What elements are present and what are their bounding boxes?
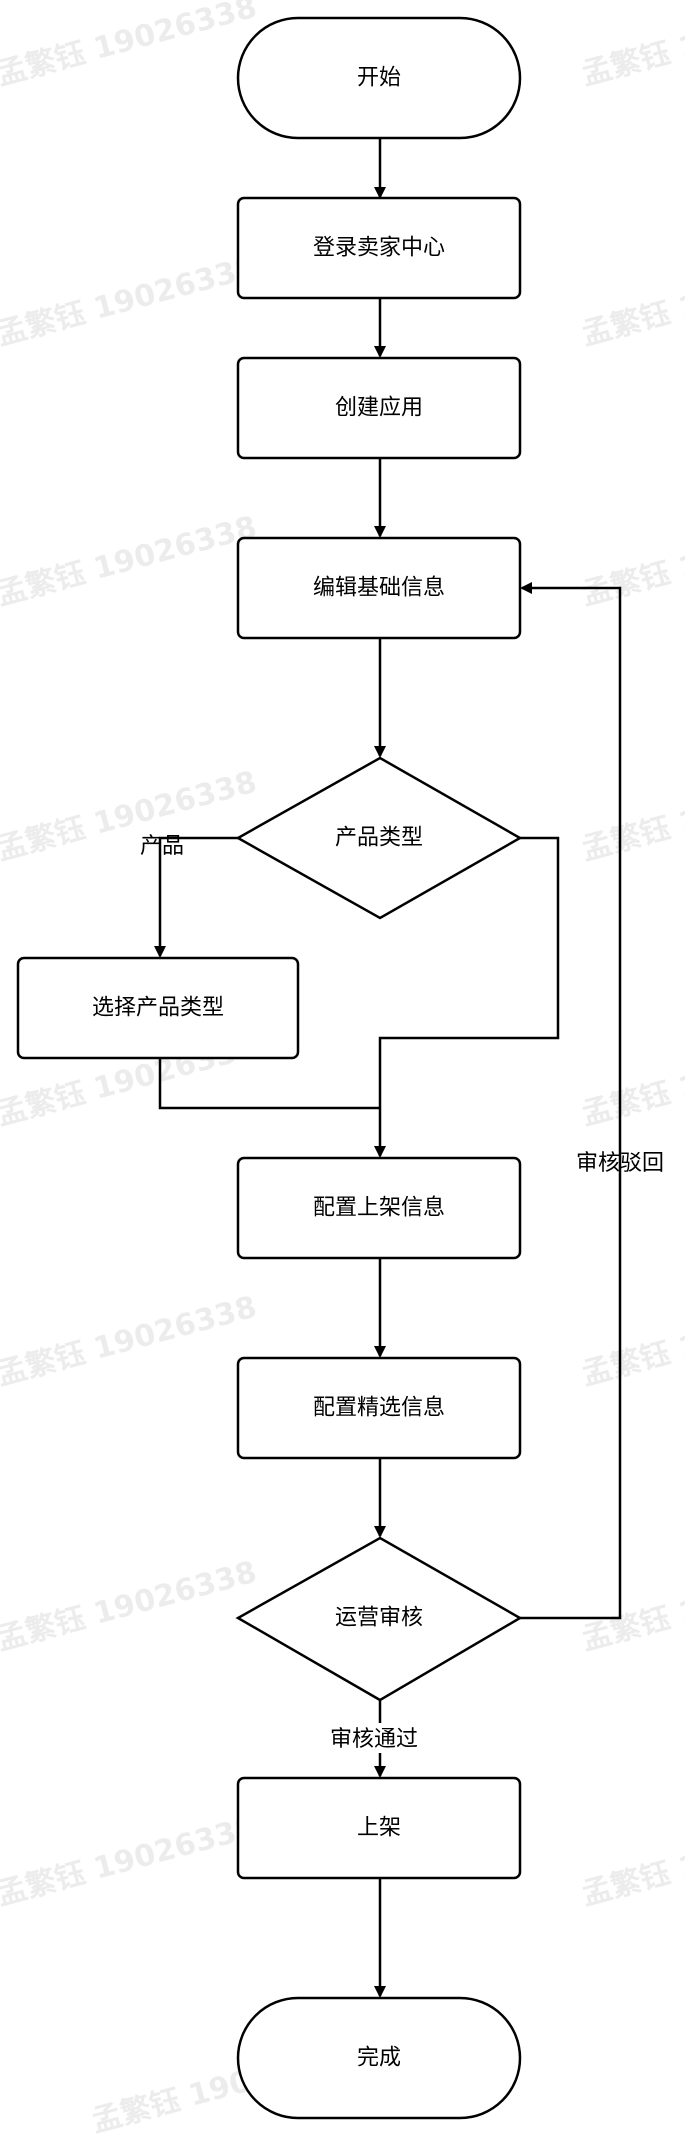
watermark: 孟繁钰 19026338 (0, 1555, 260, 1658)
done-label: 完成 (357, 2046, 401, 2071)
start-label: 开始 (357, 66, 401, 91)
create-app-box (236, 356, 522, 460)
watermark: 孟繁钰 19026338 (0, 250, 260, 353)
login-label: 登录卖家中心 (313, 236, 445, 261)
edge-label-product: 产品 (140, 834, 184, 859)
watermark: 孟繁钰 19026338 (578, 1555, 685, 1658)
login-box (236, 196, 522, 300)
nodes (16, 16, 523, 2120)
edges (154, 138, 622, 1998)
done-terminal (236, 1996, 522, 2120)
edge-decision-to-select (154, 836, 238, 958)
watermark: 孟繁钰 19026338 (578, 0, 685, 93)
edge-label-review-passed: 审核通过 (330, 1727, 418, 1752)
select-product-type-box (16, 956, 300, 1060)
watermark: 孟繁钰 19026338 (578, 510, 685, 613)
config-listing-box (236, 1156, 522, 1260)
edit-info-box (236, 536, 522, 640)
config-featured-label: 配置精选信息 (313, 1396, 445, 1421)
edge-decision-to-listing (374, 836, 560, 1158)
select-product-type-label: 选择产品类型 (92, 996, 224, 1021)
create-app-label: 创建应用 (335, 396, 423, 421)
watermark: 孟繁钰 19026338 (0, 1810, 260, 1913)
edit-info-label: 编辑基础信息 (313, 576, 445, 601)
watermark: 孟繁钰 19026338 (0, 765, 260, 868)
watermark: 孟繁钰 19026338 (0, 510, 260, 613)
product-type-label: 产品类型 (335, 826, 423, 851)
start-terminal (236, 16, 522, 140)
watermark: 孟繁钰 19026338 (0, 1290, 260, 1393)
config-listing-label: 配置上架信息 (313, 1196, 445, 1221)
product-type-diamond (235, 756, 523, 920)
watermark: 孟繁钰 19026338 (0, 0, 260, 93)
edge-review-rejected (520, 582, 622, 1620)
listing-label: 上架 (357, 1816, 401, 1841)
ops-review-label: 运营审核 (335, 1606, 423, 1631)
watermark: 孟繁钰 19026338 (578, 1030, 685, 1133)
edge-label-review-rejected: 审核驳回 (576, 1151, 664, 1176)
ops-review-diamond (235, 1536, 523, 1702)
edge-select-to-listing (158, 1058, 380, 1110)
watermark: 孟繁钰 19026338 (578, 765, 685, 868)
listing-box (236, 1776, 522, 1880)
watermark: 孟繁钰 19026338 (578, 250, 685, 353)
watermark: 孟繁钰 19026338 (578, 1810, 685, 1913)
watermark: 孟繁钰 19026338 (578, 1290, 685, 1393)
config-featured-box (236, 1356, 522, 1460)
